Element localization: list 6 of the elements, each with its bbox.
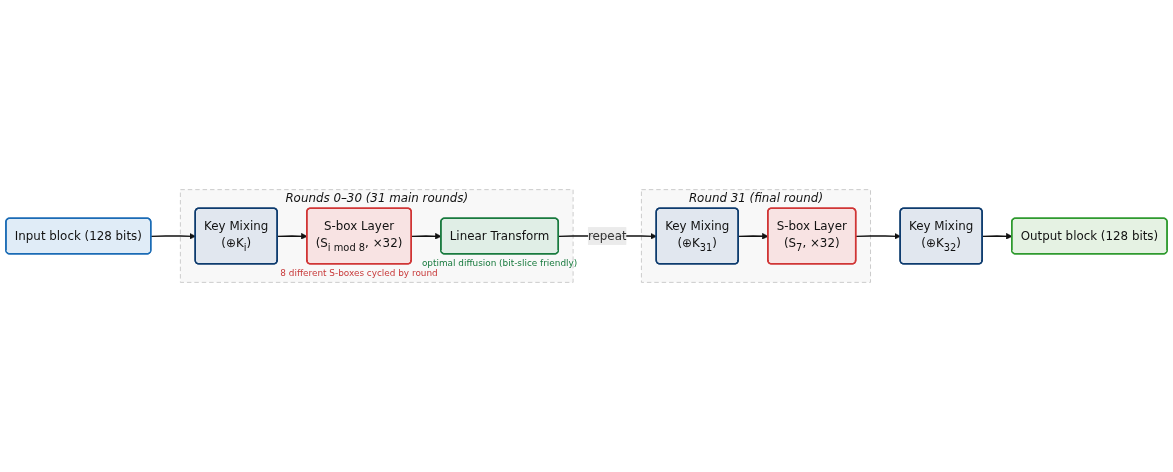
cluster xyxy=(641,189,871,283)
annotation-text: optimal diffusion (bit-slice friendly) xyxy=(421,257,578,268)
annotation-text: 8 different S-boxes cycled by round xyxy=(280,267,438,278)
arrow xyxy=(150,232,196,240)
edge-label: repeat xyxy=(587,228,627,243)
arrow xyxy=(855,232,901,240)
